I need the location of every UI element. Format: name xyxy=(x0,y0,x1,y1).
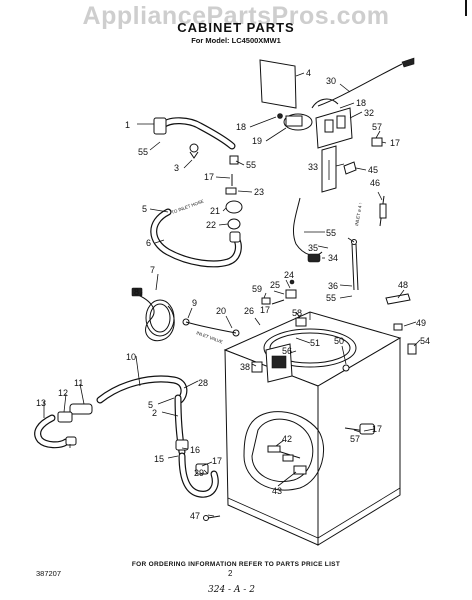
callout-17d: 17 xyxy=(212,456,222,466)
callout-55c: 55 xyxy=(326,228,336,238)
callout-1: 1 xyxy=(125,120,130,130)
callout-19: 19 xyxy=(252,136,262,146)
ordering-note: FOR ORDERING INFORMATION REFER TO PARTS … xyxy=(131,561,341,568)
callout-8: 8 xyxy=(134,287,139,297)
callout-57: 57 xyxy=(372,122,382,132)
callout-5b: 5 xyxy=(148,400,153,410)
callout-2: 2 xyxy=(152,408,157,418)
callout-9: 9 xyxy=(192,298,197,308)
inlet-hose-assembly xyxy=(150,117,243,268)
wire-harness xyxy=(293,137,387,291)
callout-59: 59 xyxy=(252,284,262,294)
callout-5: 5 xyxy=(142,204,147,214)
callout-24: 24 xyxy=(284,270,294,280)
page-edge-mark xyxy=(465,0,467,16)
callout-6: 6 xyxy=(146,238,151,248)
callout-17: 17 xyxy=(204,172,214,182)
control-bracket-assembly xyxy=(259,57,415,193)
callout-55d: 55 xyxy=(326,293,336,303)
callout-32: 32 xyxy=(364,108,374,118)
callout-38: 38 xyxy=(240,362,250,372)
callout-57b: 57 xyxy=(350,434,360,444)
callout-43: 43 xyxy=(272,486,282,496)
watermark: AppliancePartsPros.com xyxy=(82,2,390,30)
callout-7: 7 xyxy=(150,265,155,275)
callout-10: 10 xyxy=(126,352,136,362)
callout-55: 55 xyxy=(138,147,148,157)
inlet-hose-note: TO INLET HOSE xyxy=(171,199,205,215)
handwritten-note: 324 - A - 2 xyxy=(208,585,255,595)
callout-21: 21 xyxy=(210,206,220,216)
callout-34: 34 xyxy=(328,253,338,263)
callout-49: 49 xyxy=(416,318,426,328)
callout-23: 23 xyxy=(254,187,264,197)
callout-17c: 17 xyxy=(260,305,270,315)
callout-17e: 17 xyxy=(372,424,382,434)
cabinet-internal-parts xyxy=(267,423,375,475)
callout-18: 18 xyxy=(356,98,366,108)
callout-16: 16 xyxy=(190,445,200,455)
callout-45: 45 xyxy=(368,165,378,175)
callout-55b: 55 xyxy=(246,160,256,170)
callout-18b: 18 xyxy=(236,122,246,132)
top-mounted-components xyxy=(251,279,417,383)
power-cord-and-inlet xyxy=(131,287,240,342)
page-title: CABINET PARTS xyxy=(177,20,295,35)
callout-50: 50 xyxy=(334,336,344,346)
page-number: 2 xyxy=(228,569,233,578)
callout-13: 13 xyxy=(36,398,46,408)
callout-26: 26 xyxy=(244,306,254,316)
callout-54: 54 xyxy=(420,336,430,346)
callout-36: 36 xyxy=(328,281,338,291)
callout-11: 11 xyxy=(74,378,83,388)
leader-lines xyxy=(43,72,421,517)
callout-29: 29 xyxy=(194,468,204,478)
callout-numbers: 1 55 3 55 17 23 21 22 5 6 4 30 18 18 19 … xyxy=(36,68,430,521)
callout-12: 12 xyxy=(58,388,68,398)
callout-28: 28 xyxy=(198,378,208,388)
callout-30: 30 xyxy=(326,76,336,86)
callout-22: 22 xyxy=(206,220,216,230)
callout-15: 15 xyxy=(154,454,164,464)
callout-48: 48 xyxy=(398,280,408,290)
callout-42: 42 xyxy=(282,434,292,444)
callout-17b: 17 xyxy=(390,138,400,148)
callout-46: 46 xyxy=(370,178,380,188)
inlet-valve-note: INLET VALVE xyxy=(196,330,224,344)
callout-20: 20 xyxy=(216,306,226,316)
callout-4: 4 xyxy=(306,68,311,78)
callout-3: 3 xyxy=(174,163,179,173)
drain-hose-assembly xyxy=(34,375,221,521)
model-subtitle: For Model: LC4500XMW1 xyxy=(191,36,281,45)
shutoff-note: INLET ⌀ 4 ↑ xyxy=(354,202,363,226)
callout-51: 51 xyxy=(310,338,320,348)
callout-33: 33 xyxy=(308,162,318,172)
callout-47: 47 xyxy=(190,511,200,521)
document-number: 387207 xyxy=(36,569,62,578)
callout-35: 35 xyxy=(308,243,318,253)
callout-56: 56 xyxy=(282,346,292,356)
callout-58: 58 xyxy=(292,308,302,318)
callout-25: 25 xyxy=(270,280,280,290)
